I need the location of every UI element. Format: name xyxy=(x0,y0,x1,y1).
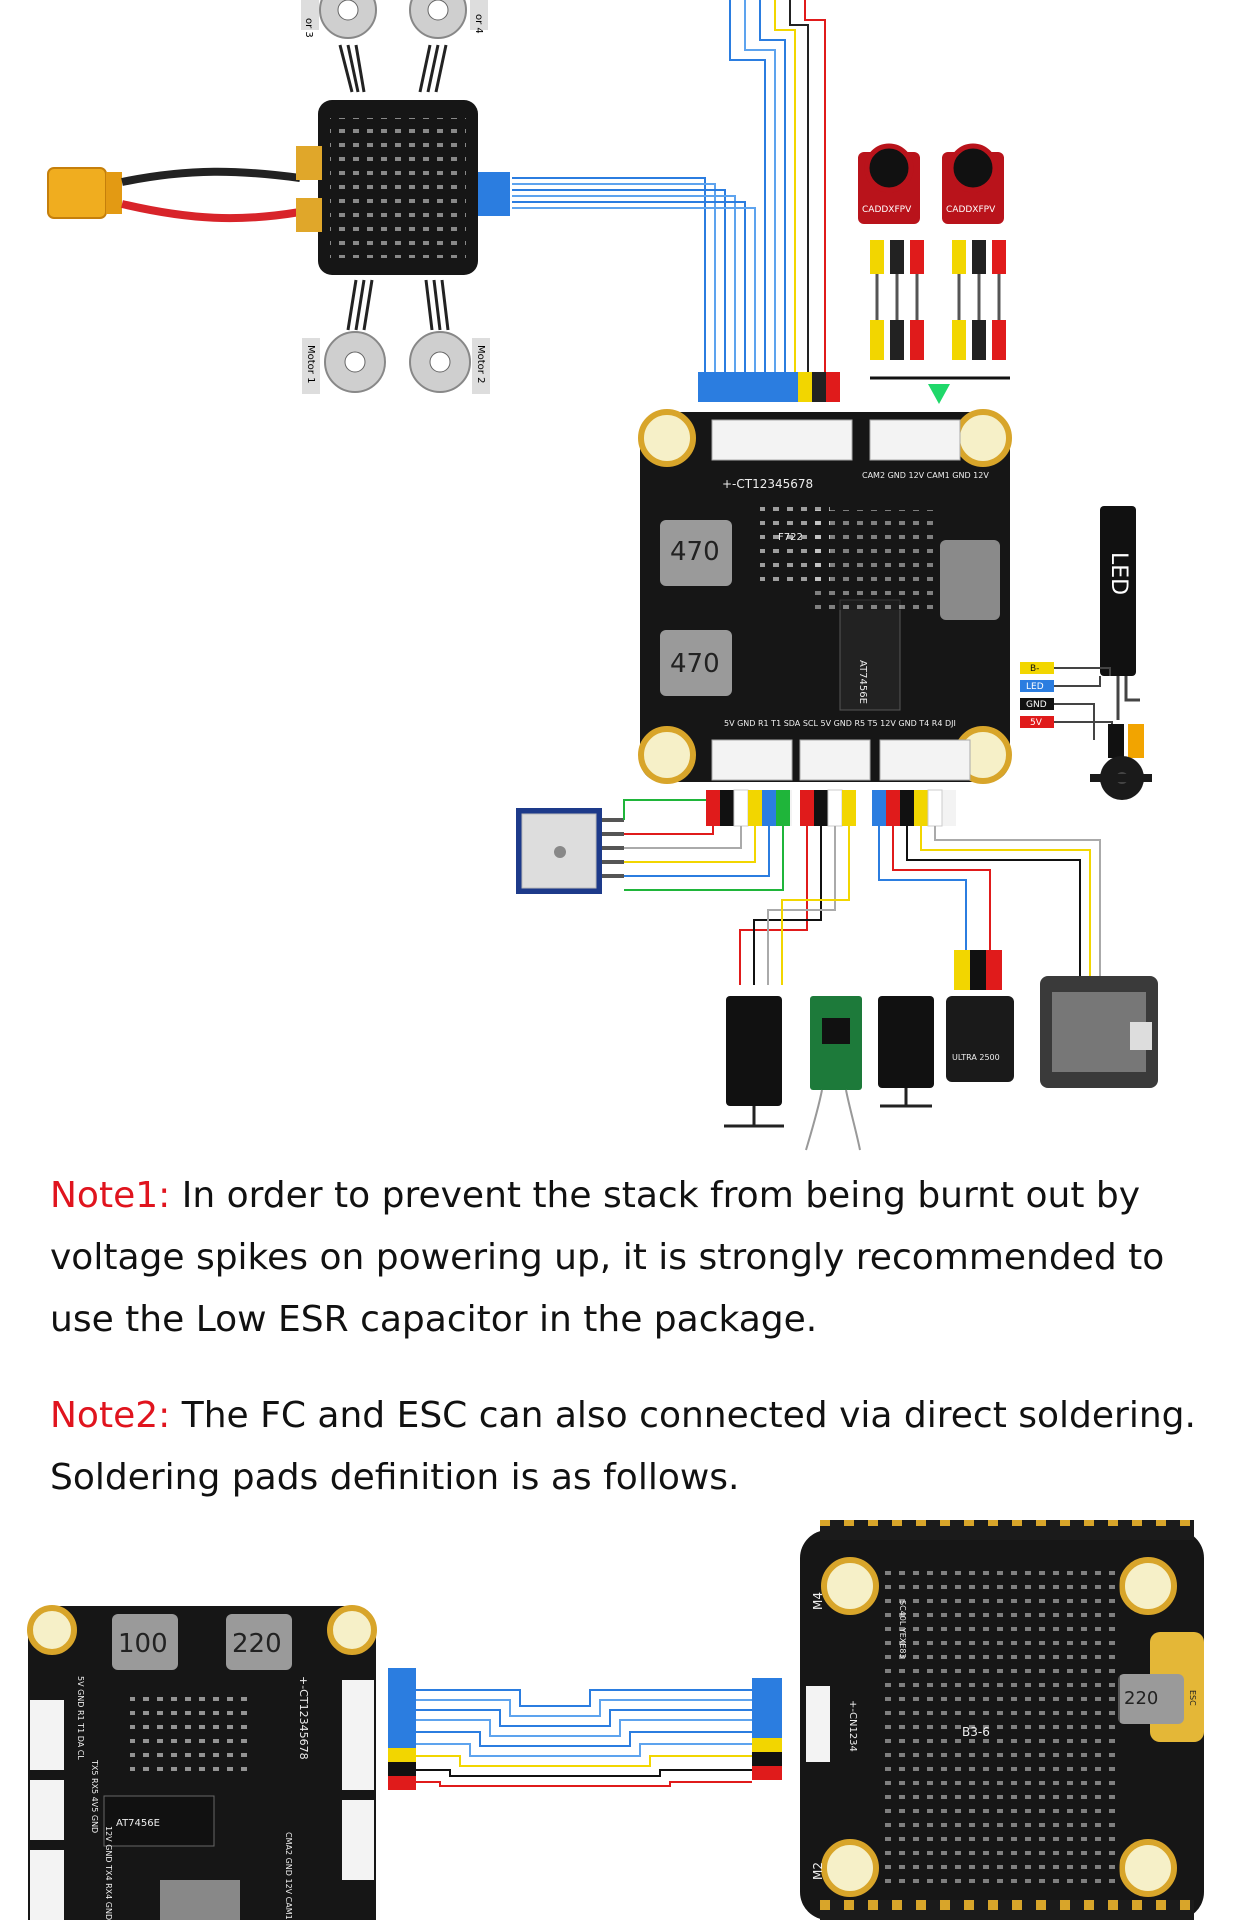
note-2-text: The FC and ESC can also connected via di… xyxy=(50,1395,1196,1498)
fc2-cap-1: 100 xyxy=(118,1629,168,1659)
note-1-text: In order to prevent the stack from being… xyxy=(50,1175,1165,1340)
motor-wires-top xyxy=(338,44,448,93)
motor-1: Motor 1 xyxy=(302,331,386,394)
receiver-c xyxy=(878,996,934,1108)
fc-cap-2: 470 xyxy=(670,649,720,679)
led-wire-led: LED xyxy=(1026,682,1044,692)
led-wire-bminus: B- xyxy=(1030,664,1039,674)
motor-4-label: or 4 xyxy=(473,14,484,34)
fc2-top-connector-label: +-CT12345678 xyxy=(297,1676,310,1760)
camera-1: CADDXFPV xyxy=(942,143,1004,224)
fc2-connector xyxy=(388,1668,416,1790)
note-2-label: Note2: xyxy=(50,1395,171,1436)
esc2-pads-label: ESC xyxy=(1188,1690,1197,1706)
fc-osd-chip: AT7456E xyxy=(857,660,868,704)
motor-wires-bottom xyxy=(346,279,450,331)
fc-mcu-chip: F722 xyxy=(778,532,803,543)
motor-1-label: Motor 1 xyxy=(305,345,316,383)
motor-3-label: or 3 xyxy=(303,18,314,38)
camera-2: CADDXFPV xyxy=(858,143,920,224)
led-wires: B- LED GND 5V xyxy=(1020,662,1113,740)
note-1-label: Note1: xyxy=(50,1175,171,1216)
fc-top-right-pads: CAM2 GND 12V CAM1 GND 12V xyxy=(862,471,989,480)
fc-top-connector-pads xyxy=(698,372,840,402)
note-2: Note2: The FC and ESC can also connected… xyxy=(50,1385,1210,1509)
vtx-label: ULTRA 2500 xyxy=(952,1053,1000,1062)
esc-top xyxy=(296,100,510,275)
motor-2-label: Motor 2 xyxy=(475,345,486,383)
fc2-left-pads-3: 12V GND TX4 RX4 GND xyxy=(104,1826,113,1920)
fc2-left-pads-2: TX5 RX5 4V5 GND xyxy=(90,1759,99,1833)
camera-2-brand: CADDXFPV xyxy=(862,205,912,215)
buzzer xyxy=(1090,724,1152,800)
led-wire-gnd: GND xyxy=(1026,700,1047,710)
flight-controller-2 xyxy=(27,1605,377,1920)
fc2-esc2-ribbon xyxy=(416,1689,752,1787)
fc-bottom-wire-groups xyxy=(706,789,956,827)
peripheral-wires xyxy=(623,799,1101,985)
fc2-left-pads: 5V GND R1 T1 DA CL xyxy=(76,1676,85,1760)
esc2-connector-pads xyxy=(752,1678,782,1780)
motor-4: or 4 xyxy=(409,0,488,39)
esc2-cap: 220 xyxy=(1124,1688,1158,1709)
xt60-connector xyxy=(47,167,301,223)
fc-top-connector-label: +-CT12345678 xyxy=(722,477,813,491)
fc2-osd-chip: AT7456E xyxy=(116,1818,160,1829)
receiver-a xyxy=(724,996,784,1128)
led-strip-label: LED xyxy=(1106,552,1131,595)
esc2-m2-label: M2 xyxy=(811,1862,825,1880)
vtx: ULTRA 2500 xyxy=(946,950,1014,1082)
esc2-connector-label: +-CN1234 xyxy=(847,1700,858,1752)
fc-bottom-pads: 5V GND R1 T1 SDA SCL 5V GND R5 T5 12V GN… xyxy=(724,719,956,728)
esc2-board-name: B3-6 xyxy=(962,1725,990,1739)
receiver-b xyxy=(805,996,862,1151)
esc-2 xyxy=(800,1520,1204,1920)
led-wire-5v: 5V xyxy=(1030,718,1043,728)
motor-3: or 3 xyxy=(301,0,377,39)
gps-module xyxy=(516,808,624,894)
fc2-bottom-pads: CMA2 GND 12V CAM1 GND xyxy=(284,1832,293,1920)
flight-controller xyxy=(638,409,1012,784)
camera-1-brand: CADDXFPV xyxy=(946,205,996,215)
note-1: Note1: In order to prevent the stack fro… xyxy=(50,1165,1210,1351)
esc2-m4-label: M4 xyxy=(811,1592,825,1610)
dji-air-unit xyxy=(1040,976,1158,1088)
fc2-cap-2: 220 xyxy=(232,1629,282,1659)
camera-wires xyxy=(870,240,1010,404)
esc2-mosfet-label: SC40L YEXE83 xyxy=(898,1600,907,1659)
led-strip: LED xyxy=(1100,506,1140,720)
motor-2: Motor 2 xyxy=(409,331,490,394)
esc-fc-ribbon xyxy=(512,0,826,380)
fc-cap-1: 470 xyxy=(670,537,720,567)
